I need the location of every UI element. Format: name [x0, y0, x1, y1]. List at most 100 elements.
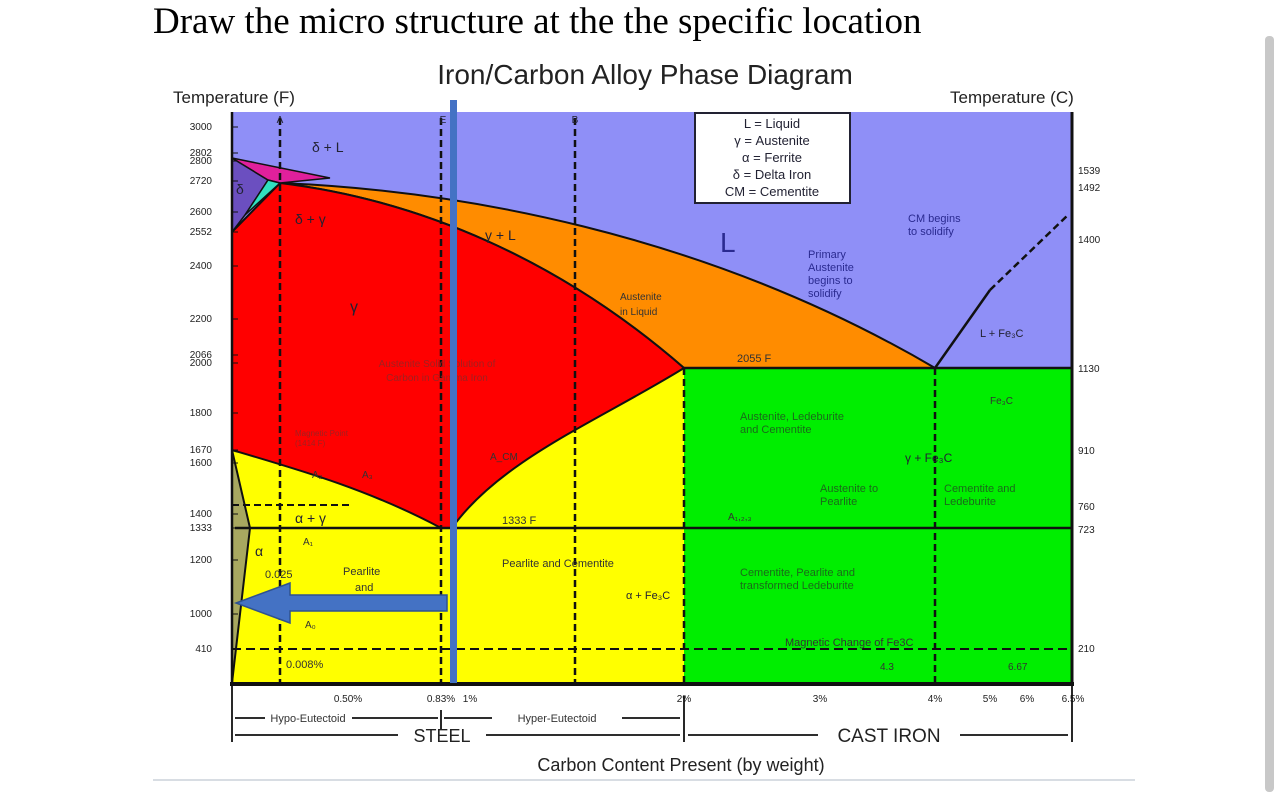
- label-fe3c: Fe₃C: [990, 396, 1013, 407]
- label-cast-iron: CAST IRON: [837, 726, 940, 747]
- region-delta-gamma: [244, 179, 282, 216]
- right-tick-label: 723: [1078, 525, 1095, 536]
- label-6-67: 6.67: [1008, 662, 1028, 673]
- left-tick-label: 2800: [190, 156, 213, 167]
- annotation-left-arrow: [233, 581, 448, 625]
- label-alpha-gamma: α + γ: [295, 510, 326, 526]
- left-tick-label: 2000: [190, 358, 213, 369]
- label-2055f: 2055 F: [737, 353, 772, 365]
- label-steel: STEEL: [413, 726, 470, 746]
- label-line: Pearlite: [820, 496, 857, 508]
- label-1333f: 1333 F: [502, 515, 537, 527]
- x-tick-label: 3%: [813, 694, 828, 705]
- label-austenite-solution-2: Carbon in Gamma Iron: [386, 373, 488, 384]
- label-pearlite-cementite: Pearlite and Cementite: [502, 558, 614, 570]
- right-tick-label: 210: [1078, 644, 1095, 655]
- left-tick-label: 1400: [190, 509, 213, 520]
- label-line: transformed Ledeburite: [740, 580, 854, 592]
- diagram-title: Iron/Carbon Alloy Phase Diagram: [437, 59, 853, 90]
- label-line: Cementite and: [944, 483, 1016, 495]
- label-line: Magnetic Point: [295, 429, 349, 438]
- label-line: Primary: [808, 249, 846, 261]
- label-delta-liquid: δ + L: [312, 139, 344, 155]
- left-tick-label: 1333: [190, 523, 213, 534]
- legend-item: L = Liquid: [744, 116, 800, 131]
- label-a3: A₃: [362, 470, 373, 481]
- label-hyper-eutectoid: Hyper-Eutectoid: [518, 713, 597, 725]
- label-line: and Cementite: [740, 424, 812, 436]
- label-line: CM begins: [908, 213, 961, 225]
- label-austenite-solution: Austenite Solid Solution of: [379, 359, 496, 370]
- left-tick-label: 1800: [190, 408, 213, 419]
- label-a1: A₁: [303, 537, 314, 548]
- marker-a: A: [277, 115, 284, 126]
- label-line: Austenite to: [820, 483, 878, 495]
- left-tick-label: 3000: [190, 122, 213, 133]
- label-gamma-fe3c: γ + Fe₃C: [905, 451, 953, 465]
- legend-item: CM = Cementite: [725, 184, 819, 199]
- label-line: (1414 F): [295, 439, 326, 448]
- label-alpha: α: [255, 543, 263, 559]
- label-line: Austenite: [808, 262, 854, 274]
- left-tick-label: 2200: [190, 314, 213, 325]
- label-line: Cementite, Pearlite and: [740, 567, 855, 579]
- label-gamma: γ: [350, 299, 358, 316]
- marker-b: B: [572, 115, 579, 126]
- left-axis-label: Temperature (F): [173, 88, 295, 107]
- label-hypo-eutectoid: Hypo-Eutectoid: [270, 713, 345, 725]
- marker-e: E: [440, 115, 447, 126]
- left-tick-label: 1000: [190, 609, 213, 620]
- label-line: begins to: [808, 275, 853, 287]
- label-and: and: [355, 582, 373, 594]
- legend-box: [694, 112, 851, 204]
- left-tick-label: 2720: [190, 176, 213, 187]
- x-tick-label: 5%: [983, 694, 998, 705]
- label-gamma-liquid: γ + L: [485, 227, 516, 243]
- annotation-vertical-line: [450, 100, 457, 683]
- scrollbar[interactable]: [1265, 36, 1274, 792]
- right-tick-label: 1492: [1078, 183, 1101, 194]
- label-a123: A₁,₂,₃: [728, 512, 752, 523]
- left-tick-label: 1600: [190, 458, 213, 469]
- x-tick-label: 0.83%: [427, 694, 455, 705]
- label-pearlite: Pearlite: [343, 566, 380, 578]
- region-gamma: [231, 181, 686, 529]
- right-tick-label: 760: [1078, 502, 1095, 513]
- x-tick-label: 4%: [928, 694, 943, 705]
- label-acm: A_CM: [490, 452, 518, 463]
- x-tick-label: 1%: [463, 694, 478, 705]
- x-tick-label: 0.50%: [334, 694, 362, 705]
- label-alpha-fe3c: α + Fe₃C: [626, 590, 670, 602]
- label-0-008: 0.008%: [286, 659, 324, 671]
- label-a2: A₂: [312, 470, 323, 481]
- left-axis-ticks: 3000280228002720260025522400220020662000…: [190, 122, 238, 655]
- legend-item: δ = Delta Iron: [733, 167, 811, 182]
- label-liquid: L: [720, 227, 736, 258]
- label-delta: δ: [236, 181, 244, 197]
- region-green: [684, 368, 1072, 683]
- label-magnetic-point: Magnetic Point(1414 F): [295, 429, 349, 448]
- label-austenite-in-liquid: Austenite: [620, 292, 662, 303]
- right-tick-label: 910: [1078, 446, 1095, 457]
- x-axis-label: Carbon Content Present (by weight): [537, 755, 824, 775]
- right-tick-label: 1130: [1078, 364, 1100, 375]
- x-tick-label: 6%: [1020, 694, 1035, 705]
- label-0-025: 0.025: [265, 569, 293, 581]
- left-tick-label: 410: [195, 644, 212, 655]
- label-austenite-in-liquid-2: in Liquid: [620, 307, 657, 318]
- left-tick-label: 1200: [190, 555, 213, 566]
- right-axis-label: Temperature (C): [950, 88, 1074, 107]
- left-tick-label: 2066: [190, 350, 213, 361]
- left-tick-label: 2552: [190, 227, 213, 238]
- label-a0: A₀: [305, 620, 316, 631]
- legend-item: γ = Austenite: [734, 133, 810, 148]
- left-tick-label: 1670: [190, 445, 213, 456]
- label-l-fe3c: L + Fe₃C: [980, 328, 1024, 340]
